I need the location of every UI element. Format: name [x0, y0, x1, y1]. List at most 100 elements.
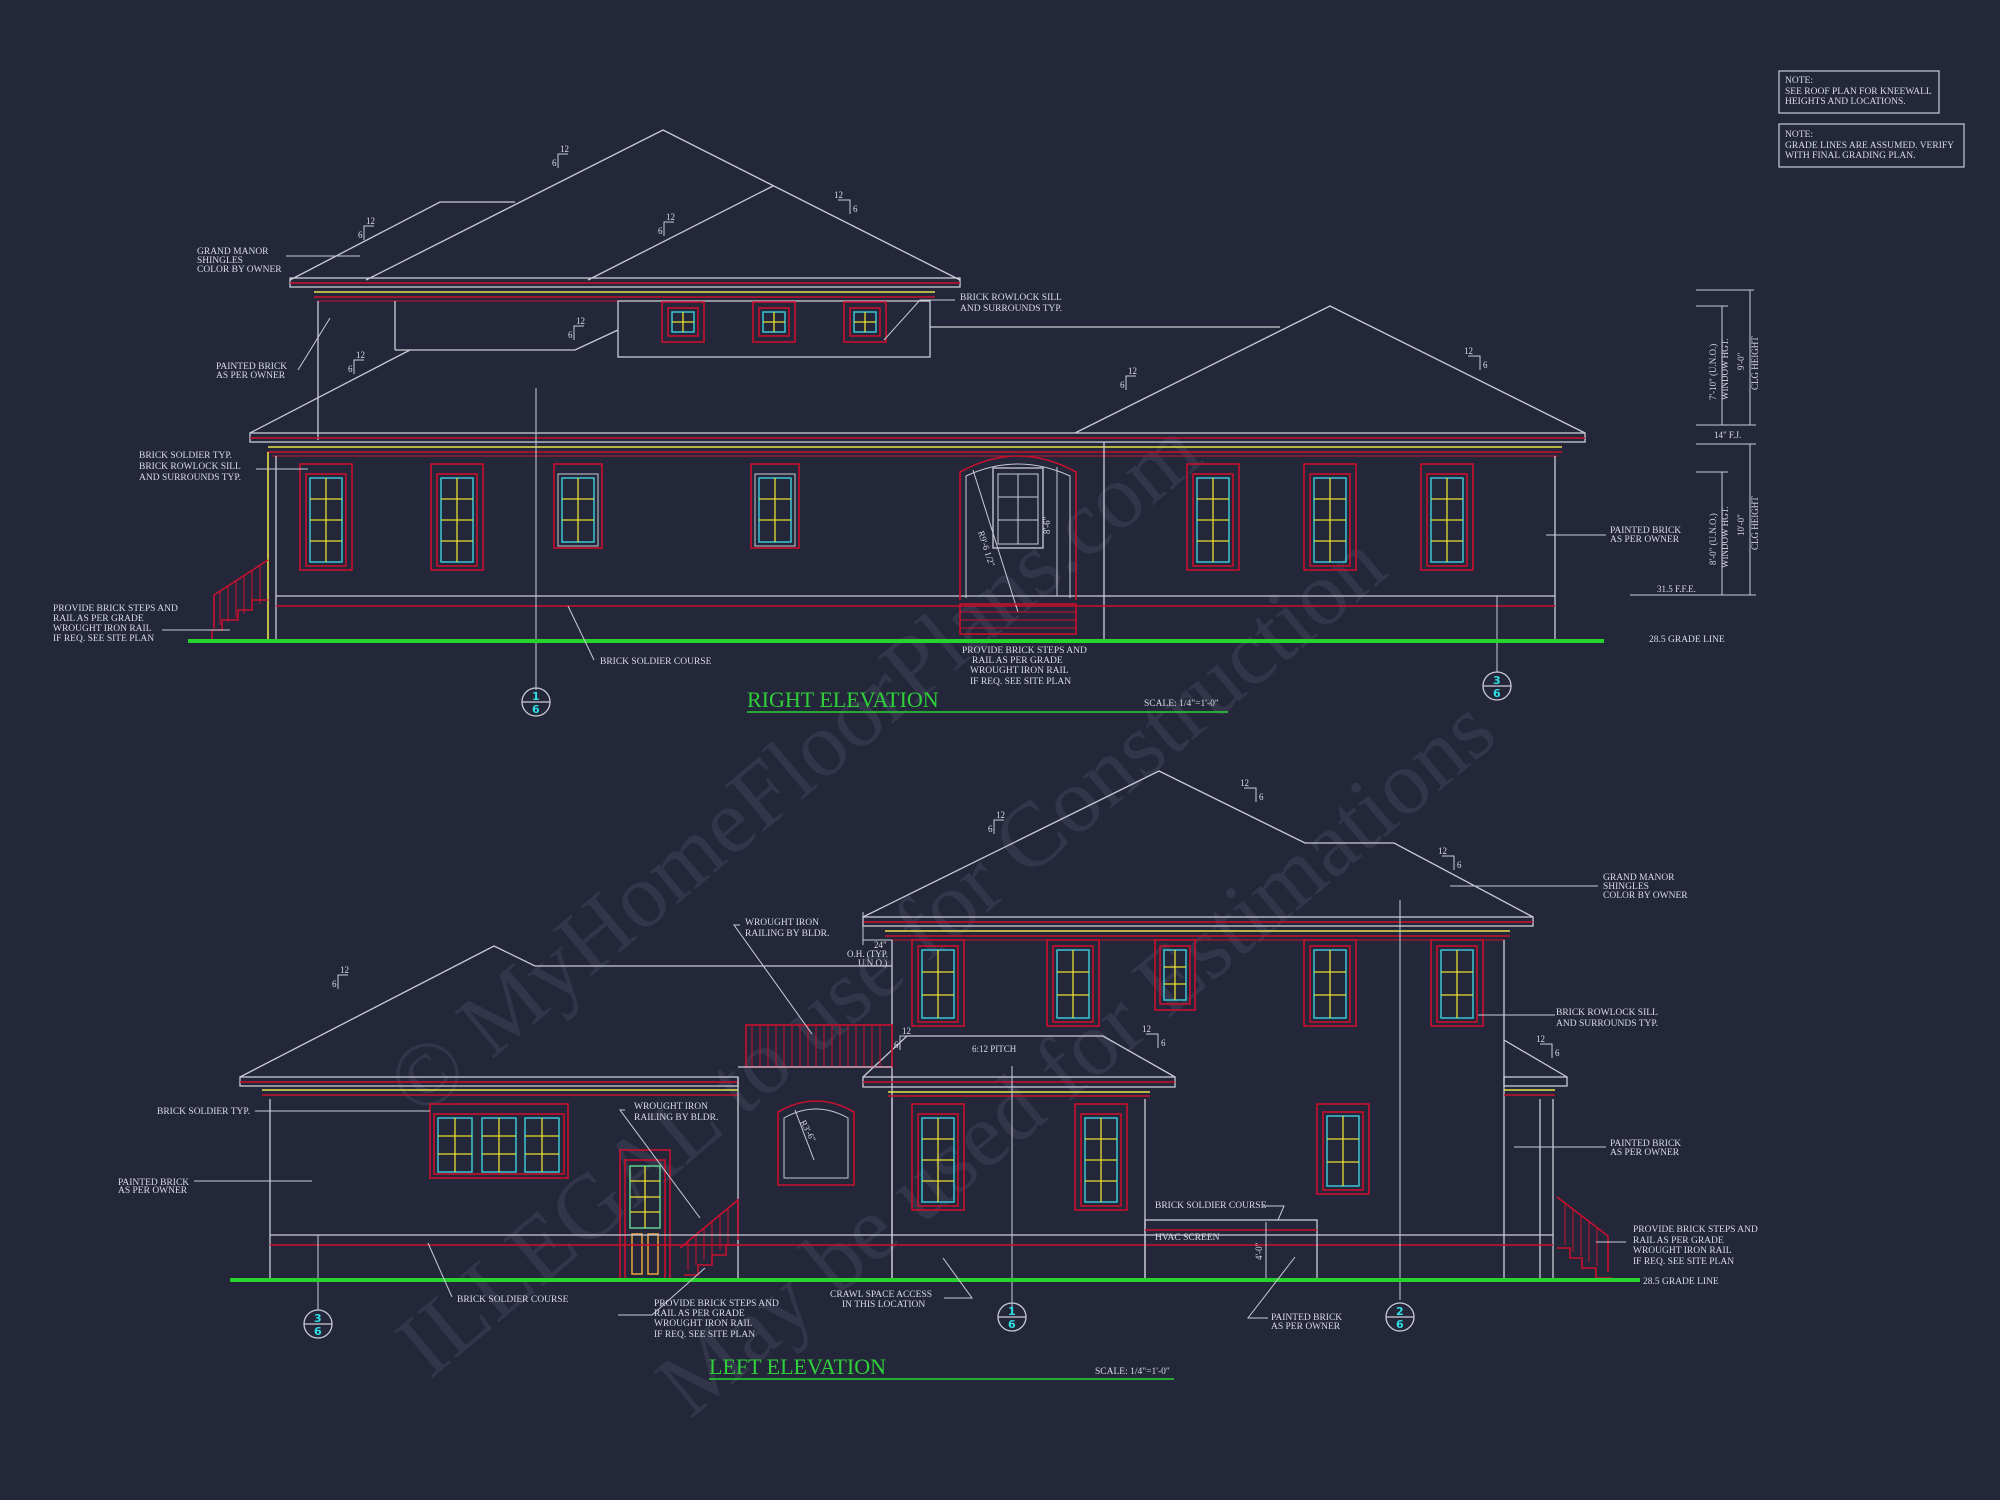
- svg-text:RAIL AS PER GRADE: RAIL AS PER GRADE: [654, 1309, 745, 1319]
- callout-brick-soldier: BRICK SOLDIER TYP.: [139, 451, 232, 461]
- svg-text:6: 6: [1161, 1038, 1166, 1048]
- callout-shingles: GRAND MANOR: [1603, 873, 1675, 883]
- roof-pitch-symbols: 612 612 126 126 612 126 126: [332, 778, 1560, 1058]
- svg-text:6: 6: [1008, 1318, 1016, 1331]
- callout-steps-center: PROVIDE BRICK STEPS AND: [962, 646, 1087, 656]
- arch-radius-dimension: R3'-6": [798, 1118, 818, 1144]
- svg-text:24": 24": [874, 940, 887, 950]
- upper-window-label: WINDOW HGT.: [1720, 338, 1730, 400]
- section-tag[interactable]: 1 6: [997, 1302, 1027, 1332]
- upper-ceiling-height: 9'-0": [1736, 352, 1746, 370]
- window: [1074, 1103, 1128, 1211]
- dormer: [395, 300, 1280, 358]
- callout-rowlock: BRICK ROWLOCK SILL: [1556, 1008, 1658, 1018]
- callout-steps-right: PROVIDE BRICK STEPS AND: [1633, 1225, 1758, 1235]
- window: [1303, 463, 1357, 571]
- upper-windows: [911, 939, 1484, 1027]
- svg-text:12: 12: [1240, 778, 1249, 788]
- note-line: SEE ROOF PLAN FOR KNEEWALL: [1785, 87, 1932, 97]
- main-level-windows: [299, 463, 1474, 571]
- section-tag[interactable]: 1 6: [521, 687, 551, 717]
- window: [299, 463, 353, 571]
- svg-text:6: 6: [894, 1040, 899, 1050]
- left-elevation-title: LEFT ELEVATION: [709, 1354, 886, 1379]
- side-steps-center: [679, 1198, 739, 1276]
- svg-text:6: 6: [658, 226, 663, 236]
- window: [1430, 939, 1484, 1027]
- svg-text:12: 12: [340, 965, 349, 975]
- hvac-screen: 4'-0" HVAC SCREEN: [1144, 1219, 1318, 1280]
- svg-text:COLOR BY OWNER: COLOR BY OWNER: [197, 265, 282, 275]
- svg-text:12: 12: [1536, 1034, 1545, 1044]
- dormer-window: [843, 301, 887, 343]
- upper-ceiling-label: CLG HEIGHT: [1750, 336, 1760, 390]
- note-line: GRADE LINES ARE ASSUMED. VERIFY: [1785, 141, 1954, 151]
- svg-text:RAILING BY BLDR.: RAILING BY BLDR.: [634, 1113, 718, 1123]
- svg-text:12: 12: [356, 350, 365, 360]
- general-notes: NOTE: SEE ROOF PLAN FOR KNEEWALL HEIGHTS…: [1778, 70, 1965, 168]
- svg-text:AND SURROUNDS TYP.: AND SURROUNDS TYP.: [1556, 1019, 1658, 1029]
- dormer-window: [661, 301, 705, 343]
- main-roof: [249, 305, 1586, 457]
- callout-railing-lower: WROUGHT IRON: [634, 1102, 708, 1112]
- callout-steps-left: PROVIDE BRICK STEPS AND: [53, 604, 178, 614]
- section-tag[interactable]: 3 6: [1482, 671, 1512, 701]
- svg-text:AND SURROUNDS TYP.: AND SURROUNDS TYP.: [960, 304, 1062, 314]
- svg-text:6: 6: [532, 703, 540, 716]
- svg-text:12: 12: [1438, 846, 1447, 856]
- note-heading: NOTE:: [1785, 76, 1813, 86]
- grade-line-label: 28.5 GRADE LINE: [1649, 635, 1725, 645]
- svg-text:IN THIS LOCATION: IN THIS LOCATION: [842, 1300, 925, 1310]
- svg-text:RAIL AS PER GRADE: RAIL AS PER GRADE: [53, 614, 144, 624]
- note-line: WITH FINAL GRADING PLAN.: [1785, 151, 1916, 161]
- hvac-height-dimension: 4'-0": [1254, 1242, 1264, 1260]
- upper-window-height: 7'-10" (U.N.O.): [1708, 344, 1718, 400]
- porch-hip-roof: 6:12 PITCH: [862, 1035, 1176, 1310]
- svg-text:WROUGHT IRON RAIL: WROUGHT IRON RAIL: [1633, 1246, 1732, 1256]
- svg-text:12: 12: [1142, 1024, 1151, 1034]
- window: [1046, 939, 1100, 1027]
- svg-text:12: 12: [666, 212, 675, 222]
- svg-text:RAIL AS PER GRADE: RAIL AS PER GRADE: [972, 656, 1063, 666]
- dormer-window: [752, 301, 796, 343]
- svg-text:WROUGHT IRON RAIL: WROUGHT IRON RAIL: [654, 1319, 753, 1329]
- callout-shingles: GRAND MANOR: [197, 247, 269, 257]
- svg-text:12: 12: [560, 144, 569, 154]
- callout-painted-brick: PAINTED BRICK: [216, 362, 287, 372]
- note-line: HEIGHTS AND LOCATIONS.: [1785, 97, 1906, 107]
- right-elevation: R9'-6 1/2" 8'-6" 7': [53, 129, 1760, 717]
- svg-text:IF REQ. SEE SITE PLAN: IF REQ. SEE SITE PLAN: [1633, 1257, 1734, 1267]
- svg-text:6: 6: [314, 1325, 322, 1338]
- svg-text:WROUGHT IRON RAIL: WROUGHT IRON RAIL: [970, 666, 1069, 676]
- window: [911, 1103, 965, 1211]
- window: [1420, 463, 1474, 571]
- window: [430, 463, 484, 571]
- lower-window-height: 8'-0" (U.N.O.): [1708, 513, 1718, 565]
- callout-painted-brick-right: PAINTED BRICK: [1610, 1139, 1681, 1149]
- right-elevation-title: RIGHT ELEVATION: [747, 687, 939, 712]
- callout-railing-upper: WROUGHT IRON: [745, 918, 819, 928]
- overhang-dimension: 24" O.H. (TYP. U.N.O.): [847, 912, 892, 968]
- pitch-note: 6:12 PITCH: [972, 1044, 1017, 1054]
- window: [1316, 1103, 1370, 1195]
- svg-text:12: 12: [834, 190, 843, 200]
- svg-text:AS PER OWNER: AS PER OWNER: [118, 1186, 188, 1196]
- lower-window-label: WINDOW HGT.: [1720, 506, 1730, 568]
- svg-text:3: 3: [314, 1312, 322, 1325]
- svg-text:RAILING BY BLDR.: RAILING BY BLDR.: [745, 929, 829, 939]
- svg-text:12: 12: [996, 810, 1005, 820]
- upper-roof: [289, 129, 961, 440]
- callout-painted-brick-bottom: PAINTED BRICK: [1271, 1313, 1342, 1323]
- callout-painted-brick-right: PAINTED BRICK: [1610, 526, 1681, 536]
- side-steps-left: [211, 559, 269, 640]
- section-tag[interactable]: 2 6: [1385, 1302, 1415, 1332]
- side-steps-right: [1556, 1196, 1612, 1279]
- callout-soldier-course-left: BRICK SOLDIER COURSE: [457, 1295, 569, 1305]
- svg-text:6: 6: [552, 158, 557, 168]
- callout-steps-center: PROVIDE BRICK STEPS AND: [654, 1299, 779, 1309]
- section-tag[interactable]: 3 6: [303, 1309, 333, 1339]
- svg-text:AS PER OWNER: AS PER OWNER: [216, 371, 286, 381]
- left-elevation-scale: SCALE: 1/4"=1'-0": [1095, 1367, 1170, 1377]
- callout-soldier-typ: BRICK SOLDIER TYP.: [157, 1107, 250, 1117]
